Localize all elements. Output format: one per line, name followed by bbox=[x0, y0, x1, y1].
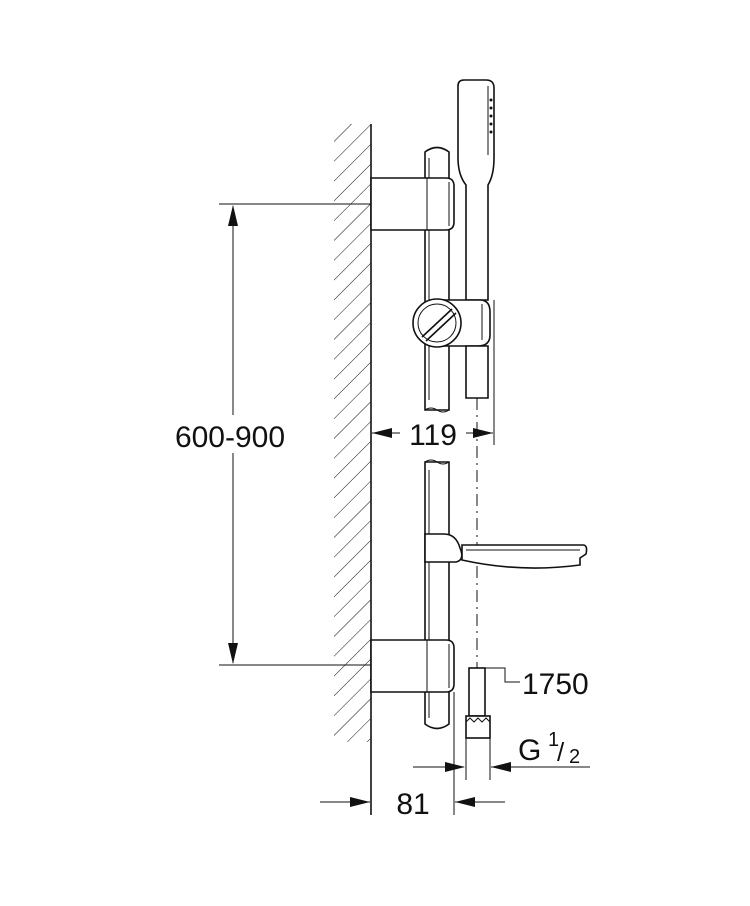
arrow-thread-right bbox=[491, 762, 511, 772]
label-background bbox=[160, 415, 300, 453]
rail-break-bottom bbox=[424, 459, 450, 465]
label-background-119 bbox=[400, 414, 466, 450]
rail-break-top bbox=[424, 407, 450, 413]
shower-holder-slider bbox=[412, 298, 491, 348]
arrow-up bbox=[228, 205, 238, 226]
lower-bracket-body bbox=[370, 639, 455, 693]
arrow-81-right bbox=[455, 797, 475, 807]
dim-label-thread-den: 2 bbox=[569, 746, 580, 768]
arrow-81-left bbox=[350, 797, 370, 807]
wall bbox=[334, 124, 372, 815]
arrow-left-119 bbox=[372, 428, 392, 438]
dim-label-thread-prefix: G bbox=[518, 734, 541, 767]
arrow-thread-left bbox=[445, 762, 465, 772]
upper-wall-bracket bbox=[370, 177, 455, 231]
soap-dish-tray bbox=[461, 544, 588, 569]
hose-lower-sleeve bbox=[468, 667, 486, 717]
hose-nut-knurl bbox=[465, 717, 491, 723]
holder-knob-slot-2 bbox=[425, 312, 457, 342]
upper-bracket-body bbox=[370, 177, 455, 231]
leader-1750 bbox=[485, 667, 520, 683]
soap-dish-holder bbox=[424, 533, 463, 563]
arrow-down bbox=[228, 643, 238, 664]
dimension-thread: G 1 / 2 bbox=[413, 729, 590, 772]
hose-upper bbox=[465, 345, 489, 399]
dim-label-rail-range: 600-900 bbox=[175, 421, 285, 454]
hand-shower bbox=[457, 79, 495, 301]
dimension-rail-range: 600-900 bbox=[160, 203, 371, 666]
dim-label-wall-offset: 81 bbox=[396, 788, 429, 821]
spray-nozzles bbox=[489, 98, 493, 134]
soap-dish bbox=[424, 533, 588, 569]
lower-wall-bracket bbox=[370, 639, 455, 693]
wall-hatching bbox=[334, 124, 371, 742]
dim-label-thread-num: 1 bbox=[548, 729, 559, 751]
hand-shower-body bbox=[457, 79, 495, 301]
dim-label-hose-length: 1750 bbox=[522, 668, 589, 701]
dimension-wall-offset: 81 bbox=[320, 692, 505, 821]
dim-label-thread-slash: / bbox=[557, 737, 565, 767]
holder-knob-inner bbox=[417, 303, 457, 343]
arrow-right-119 bbox=[473, 428, 493, 438]
dimension-projection: 119 bbox=[372, 300, 495, 452]
shower-hose bbox=[465, 345, 491, 780]
dimension-hose-length: 1750 bbox=[485, 667, 589, 701]
dim-label-projection: 119 bbox=[409, 419, 457, 452]
holder-knob-slot bbox=[421, 308, 453, 338]
hose-nut bbox=[465, 715, 491, 739]
